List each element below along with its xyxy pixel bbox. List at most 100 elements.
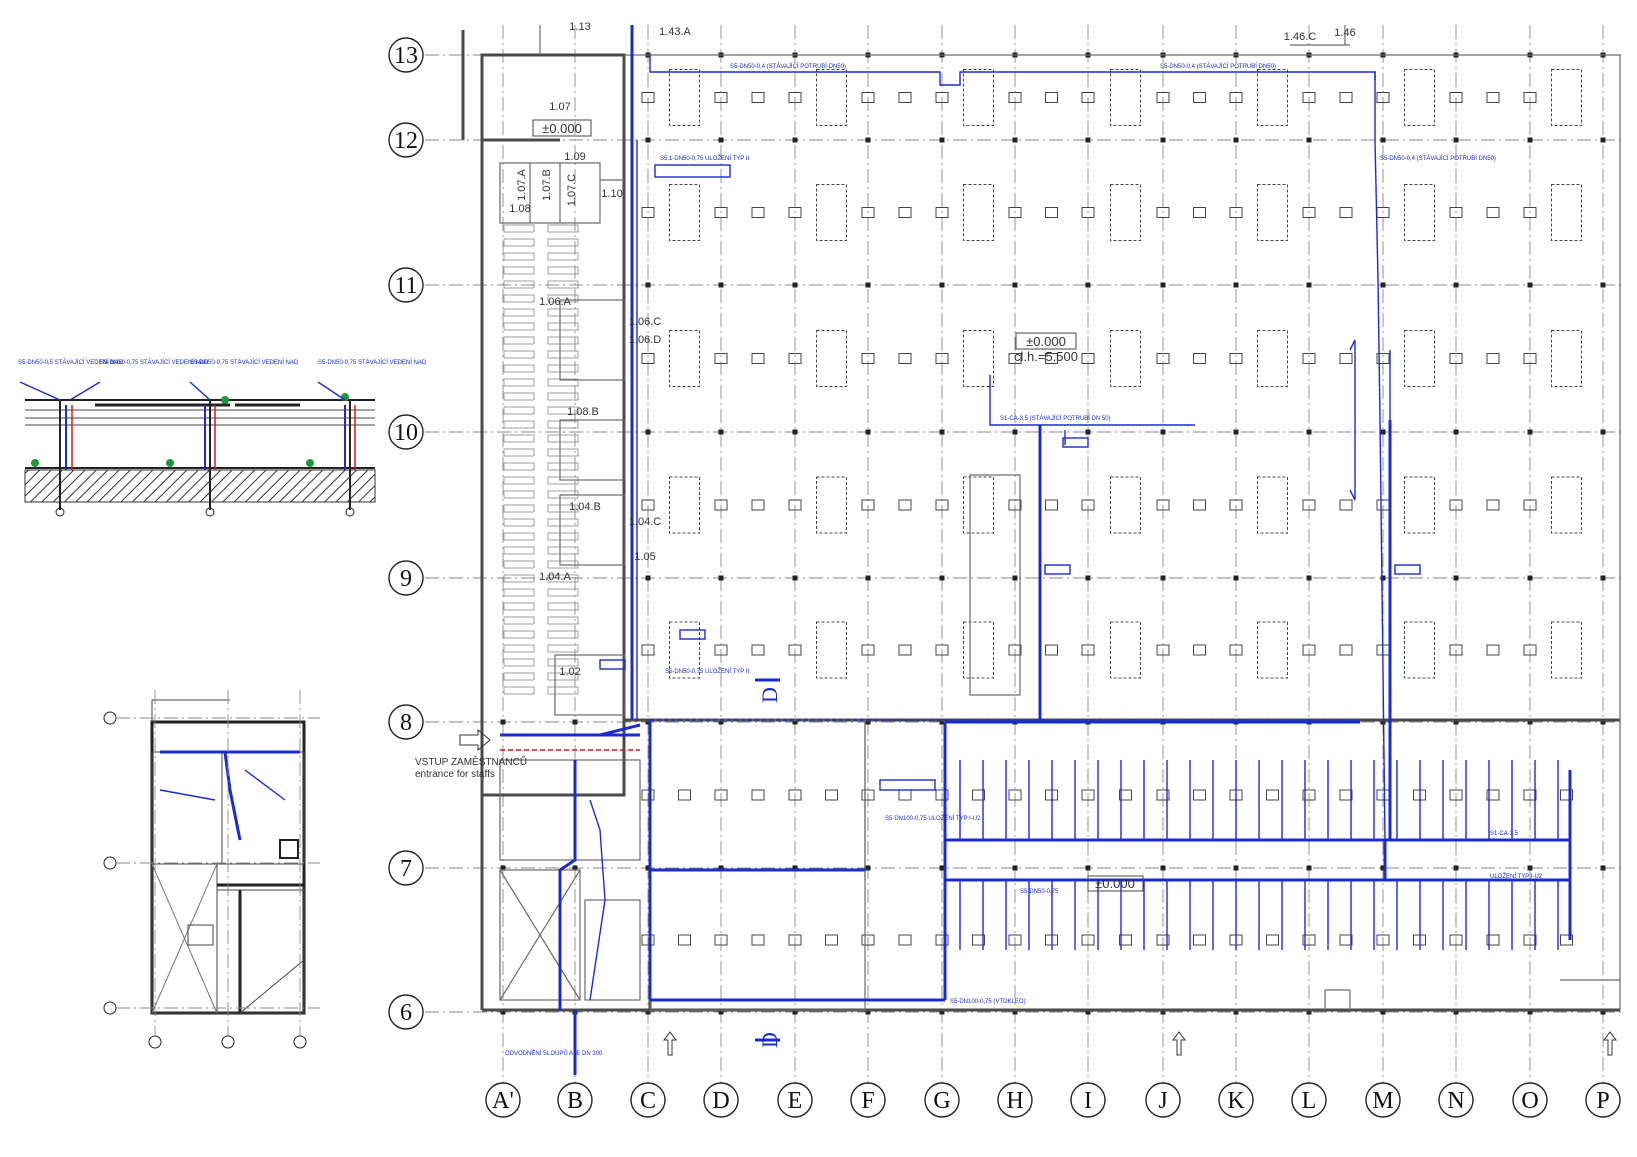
desk	[503, 224, 535, 233]
column-dot	[792, 719, 798, 725]
ceiling-opening	[816, 330, 847, 387]
small-box	[1045, 92, 1058, 103]
entrance: VSTUP ZAMĚSTNANCŮ entrance for staffs	[415, 728, 527, 780]
desk	[503, 448, 535, 457]
inset-plan	[103, 690, 320, 1049]
column-dot	[718, 137, 724, 143]
desk	[503, 560, 535, 569]
small-box	[1486, 207, 1500, 218]
column-bubble: J	[1145, 1082, 1181, 1118]
room-label: 1.04.A	[539, 571, 571, 583]
desk	[503, 252, 535, 261]
detail-label: D	[757, 1032, 782, 1048]
small-box	[1339, 789, 1353, 801]
column-dot	[1160, 1009, 1166, 1015]
small-box	[788, 934, 802, 946]
pipe-label: S5-DN50-0,75 ULOŽENÍ TYP II	[665, 667, 749, 675]
small-box	[861, 92, 875, 103]
small-box	[1008, 207, 1022, 218]
desk	[503, 588, 535, 597]
room-label: 1.13	[569, 21, 590, 33]
column-bubble: E	[777, 1082, 813, 1118]
small-box	[1081, 207, 1095, 218]
small-box	[825, 789, 838, 801]
small-box	[1081, 934, 1095, 946]
column-bubble: A'	[485, 1082, 521, 1118]
desk-rows	[503, 224, 579, 695]
column-bubble-label: H	[1006, 1088, 1023, 1114]
small-box	[751, 499, 765, 511]
desk	[547, 574, 579, 583]
ceiling-opening	[963, 476, 994, 534]
small-box	[1156, 353, 1170, 364]
column-dot	[1380, 865, 1386, 871]
column-dot	[792, 282, 798, 288]
column-dot	[1453, 865, 1459, 871]
small-box	[1229, 92, 1243, 103]
column-bubble-label: A'	[492, 1088, 514, 1114]
desk	[547, 504, 579, 513]
column-dot	[1160, 865, 1166, 871]
small-box	[1156, 207, 1170, 218]
ceiling-opening	[1551, 69, 1582, 126]
small-box	[935, 644, 949, 656]
row-bubble: 11	[388, 267, 424, 303]
small-box	[1119, 934, 1132, 946]
pipe-label: S5-DN50-0,4 (STÁVAJÍCÍ POTRUBÍ DN50)	[1160, 63, 1276, 70]
column-dot	[1085, 1009, 1091, 1015]
room-label: 1.02	[559, 666, 580, 678]
small-box	[1193, 789, 1206, 801]
pipe-label: S1-CA-3,5 (STÁVAJÍCÍ POTRUBÍ DN 50)	[1000, 415, 1111, 422]
desk	[547, 420, 579, 429]
desk	[547, 630, 579, 639]
column-dot	[1306, 575, 1312, 581]
small-box	[1339, 644, 1353, 656]
column-dot	[1160, 429, 1166, 435]
column-dot	[1012, 429, 1018, 435]
small-box	[641, 789, 655, 801]
small-box	[1008, 644, 1022, 656]
column-dot	[1600, 282, 1606, 288]
column-dot	[1085, 429, 1091, 435]
column-dot	[1527, 1009, 1533, 1015]
small-box	[1156, 934, 1170, 946]
desk	[547, 266, 579, 275]
ceiling-opening	[1110, 476, 1141, 534]
desk	[547, 546, 579, 555]
column-dot	[1085, 865, 1091, 871]
desk	[547, 588, 579, 597]
small-box	[861, 934, 875, 946]
column-dot	[939, 1009, 945, 1015]
detail-marks: D D	[757, 687, 782, 1048]
small-box	[1008, 353, 1022, 364]
desk	[503, 658, 535, 667]
small-box	[1302, 789, 1316, 801]
column-dot	[645, 282, 651, 288]
column-bubble-label: N	[1447, 1088, 1464, 1114]
small-box	[898, 789, 912, 801]
small-box	[1229, 499, 1243, 511]
detail-label: D	[757, 687, 782, 703]
small-box	[1523, 499, 1537, 511]
ceiling-opening	[1110, 621, 1141, 679]
section-label: S5-DN50-0,75 STÁVAJÍCÍ VEDENÍ NAD	[318, 359, 427, 366]
desk	[503, 350, 535, 359]
column-dot	[1085, 137, 1091, 143]
hall-elevation: ±0.000	[1026, 334, 1066, 349]
column-dot	[1600, 719, 1606, 725]
ceiling-opening	[669, 330, 700, 387]
column-dot	[1453, 719, 1459, 725]
pipe-label: S5-DN50-0,4 (STÁVAJÍCÍ POTRUBÍ DN50)	[730, 63, 846, 70]
column-dot	[500, 865, 506, 871]
column-dot	[1380, 282, 1386, 288]
small-box	[1523, 92, 1537, 103]
small-box	[1008, 934, 1022, 946]
column-dot	[718, 429, 724, 435]
ceiling-opening	[1257, 476, 1288, 534]
column-dot	[645, 719, 651, 725]
desk	[503, 238, 535, 247]
ceiling-opening	[1257, 330, 1288, 387]
row-bubble: 6	[388, 994, 424, 1030]
pipe-label: S5-DN50-0,4 (STÁVAJÍCÍ POTRUBÍ DN50)	[1380, 155, 1496, 162]
desk	[503, 378, 535, 387]
